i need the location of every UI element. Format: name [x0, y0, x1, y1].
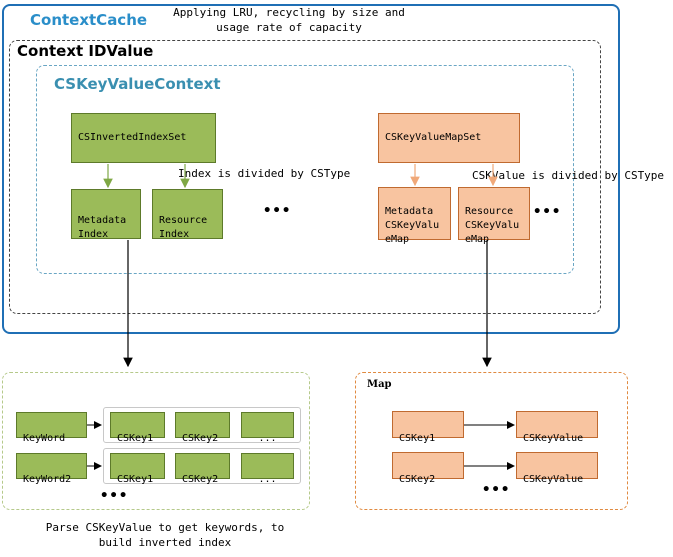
cskey-label-2-1: CSKey1 [117, 474, 154, 485]
resource-map-box: Resource CSKeyValu eMap [458, 187, 530, 245]
inverted-index-container [2, 372, 310, 510]
inverted-ellipsis: ••• [100, 488, 129, 504]
keyword-box-1: KeyWord [16, 412, 87, 444]
map-value-label-1: CSKeyValue [523, 433, 584, 444]
map-set-box: CSKeyValueMapSet [378, 113, 520, 163]
map-ellipsis: ••• [482, 482, 511, 498]
map-value-label-2: CSKeyValue [523, 474, 584, 485]
context-cache-note: Applying LRU, recycling by size and usag… [173, 6, 405, 34]
map-value-box-1: CSKeyValue [516, 411, 598, 444]
metadata-index-box: Metadata Index [71, 189, 141, 240]
map-key-box-1: CSKey1 [392, 411, 464, 444]
map-key-box-2: CSKey2 [392, 452, 464, 485]
cskv-context-container [36, 65, 574, 274]
cskey-box-1-1: CSKey1 [110, 412, 165, 444]
context-id-title: Context IDValue [17, 42, 154, 60]
map-key-label-1: CSKey1 [399, 433, 436, 444]
cskey-label-1-more: ... [258, 433, 277, 444]
metadata-map-label: Metadata CSKeyValu eMap [385, 206, 440, 245]
metadata-index-label: Metadata Index [78, 215, 127, 240]
resource-index-label: Resource Index [159, 215, 208, 240]
inverted-index-caption: Parse CSKeyValue to get keywords, to bui… [45, 521, 285, 549]
cskv-context-title: CSKeyValueContext [54, 75, 221, 93]
cskey-box-2-1: CSKey1 [110, 453, 165, 485]
metadata-map-box: Metadata CSKeyValu eMap [378, 187, 451, 245]
cskey-box-1-2: CSKey2 [175, 412, 230, 444]
cskey-box-1-more: ... [241, 412, 294, 444]
map-set-label: CSKeyValueMapSet [385, 132, 482, 143]
cskey-label-1-1: CSKey1 [117, 433, 154, 444]
keyword-box-2: KeyWord2 [16, 453, 87, 485]
inverted-index-set-label: CSInvertedIndexSet [78, 132, 187, 143]
cskey-label-1-2: CSKey2 [182, 433, 219, 444]
map-value-box-2: CSKeyValue [516, 452, 598, 485]
keyword-label-2: KeyWord2 [23, 474, 72, 485]
inverted-index-set-box: CSInvertedIndexSet [71, 113, 216, 163]
map-title: Map [367, 379, 392, 390]
map-set-note: CSKValue is divided by CSType [472, 169, 665, 182]
resource-index-box: Resource Index [152, 189, 223, 240]
context-id-container [9, 40, 601, 314]
cskey-box-2-more: ... [241, 453, 294, 485]
keyword-label-1: KeyWord [23, 433, 66, 444]
map-key-label-2: CSKey2 [399, 474, 436, 485]
inverted-row-2-group [103, 448, 301, 484]
cskey-box-2-2: CSKey2 [175, 453, 230, 485]
inverted-row-1-group [103, 407, 301, 443]
cskey-label-2-2: CSKey2 [182, 474, 219, 485]
ellipsis-left: ••• [263, 203, 292, 219]
resource-map-label: Resource CSKeyValu eMap [465, 206, 520, 245]
inverted-set-note: Index is divided by CSType [178, 167, 351, 180]
map-container [355, 372, 628, 510]
context-cache-container [2, 4, 620, 334]
ellipsis-right: ••• [533, 204, 562, 220]
cskey-label-2-more: ... [258, 474, 277, 485]
context-cache-title: ContextCache [30, 11, 148, 29]
